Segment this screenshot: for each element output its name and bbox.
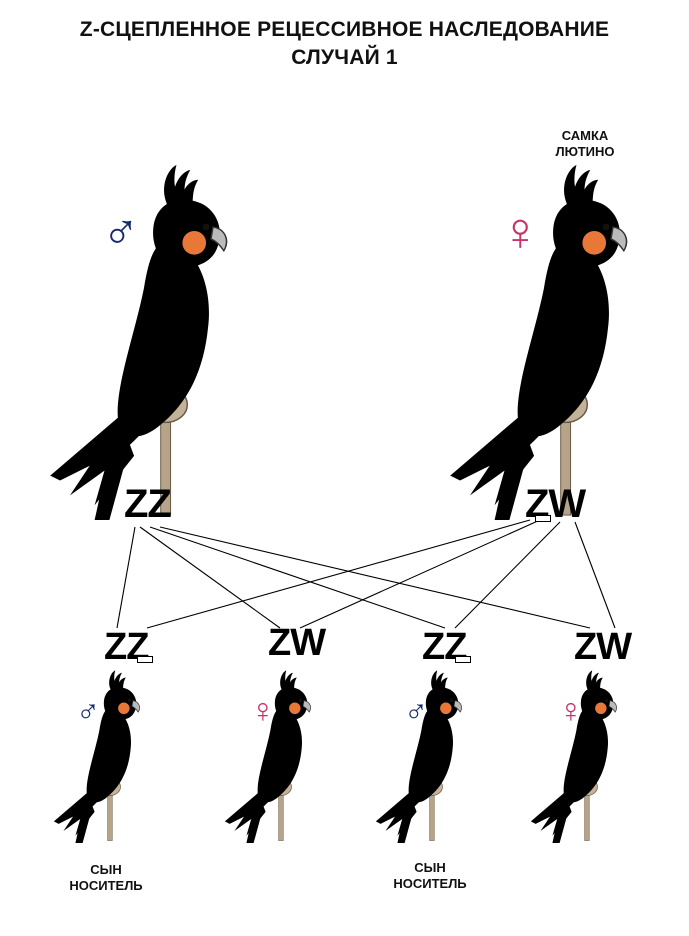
recessive-allele-mark: [137, 656, 153, 663]
father-genotype: ZZ: [124, 482, 172, 526]
page-subtitle: СЛУЧАЙ 1: [291, 46, 398, 69]
cross-line: [149, 526, 446, 629]
offspring-3-label: СЫН НОСИТЕЛЬ: [393, 860, 467, 891]
recessive-allele-mark: [455, 656, 471, 663]
cross-line: [146, 519, 531, 629]
recessive-allele-mark: [535, 515, 551, 522]
offspring-2-genotype: ZW: [268, 622, 326, 664]
cross-line: [139, 526, 281, 629]
cross-line: [159, 526, 591, 629]
male-symbol-icon: ♂: [76, 692, 100, 728]
mother-label: САМКА ЛЮТИНО: [555, 128, 615, 159]
offspring-4-genotype: ZW: [574, 626, 632, 668]
cross-line: [574, 521, 616, 629]
cross-line: [454, 521, 561, 629]
page-title: Z-СЦЕПЛЕННОЕ РЕЦЕССИВНОЕ НАСЛЕДОВАНИЕ: [79, 18, 610, 41]
cross-line: [299, 519, 541, 629]
female-symbol-icon: ♀: [500, 202, 541, 262]
cross-line: [116, 526, 136, 629]
male-symbol-icon: ♂: [404, 692, 428, 728]
female-symbol-icon: ♀: [250, 692, 276, 730]
female-symbol-icon: ♀: [558, 692, 584, 730]
offspring-1-label: СЫН НОСИТЕЛЬ: [69, 862, 143, 893]
male-symbol-icon: ♂: [102, 202, 140, 258]
